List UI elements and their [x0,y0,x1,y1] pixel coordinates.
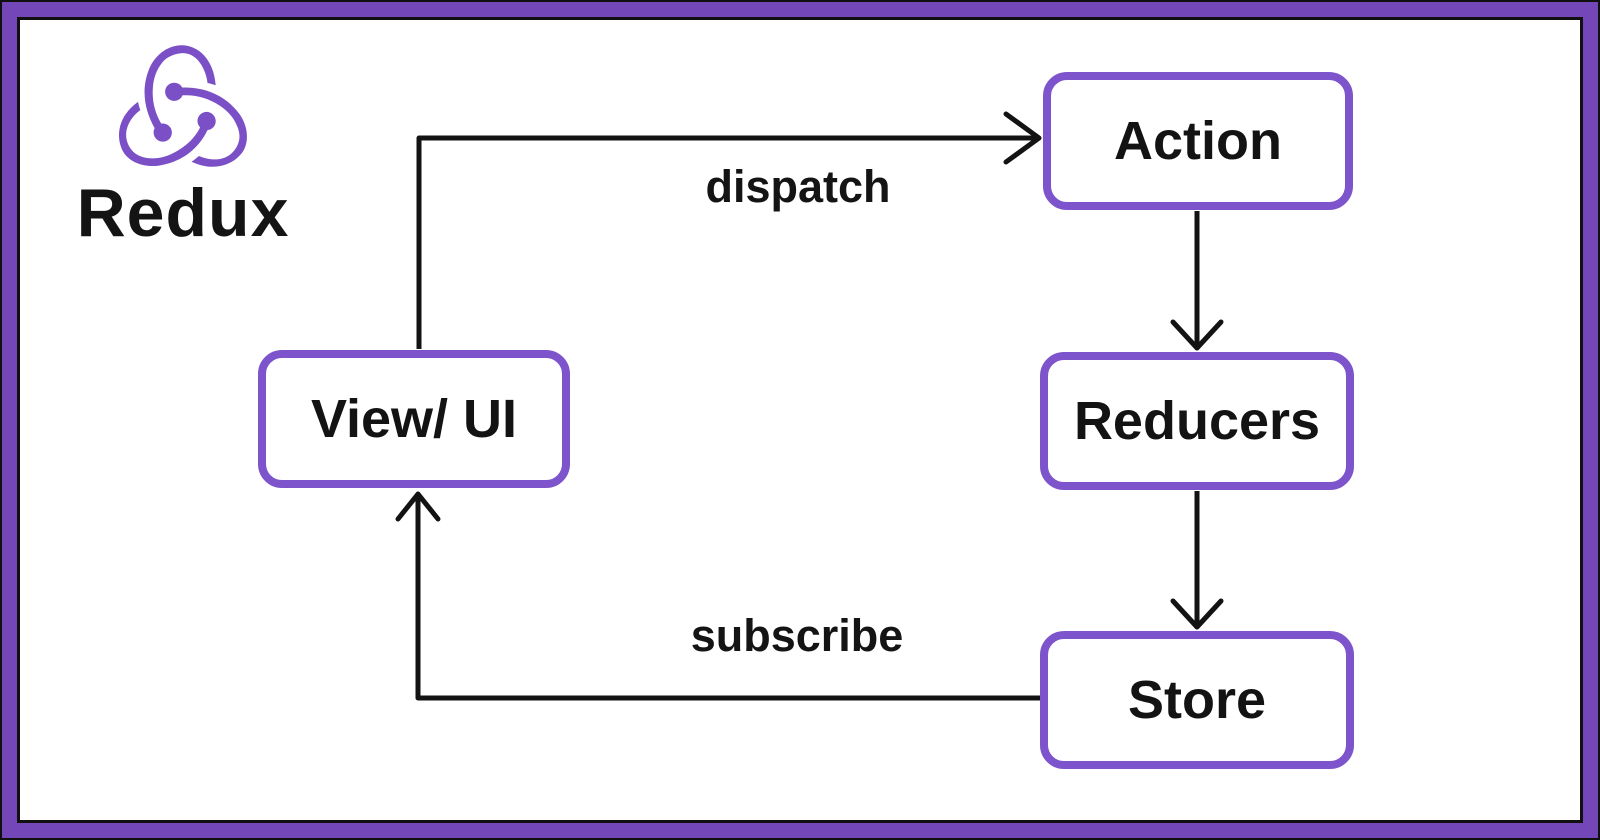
edge-dispatch-arrowhead [1003,111,1042,165]
redux-logo-icon [118,45,247,167]
node-store: Store [1040,631,1354,769]
edge-label-dispatch: dispatch [705,161,891,212]
edge-action-reducers-arrowhead [1170,319,1224,351]
redux-logotype: Redux [76,175,290,251]
node-action: Action [1043,72,1353,210]
edge-reducers-store-arrowhead [1170,598,1224,630]
node-view-ui: View/ UI [258,350,570,488]
edge-subscribe-line [415,496,1040,701]
edge-dispatch-line [416,135,1037,349]
edge-label-subscribe: subscribe [690,610,904,661]
node-reducers: Reducers [1040,352,1354,490]
edge-subscribe-arrowhead [395,491,441,522]
